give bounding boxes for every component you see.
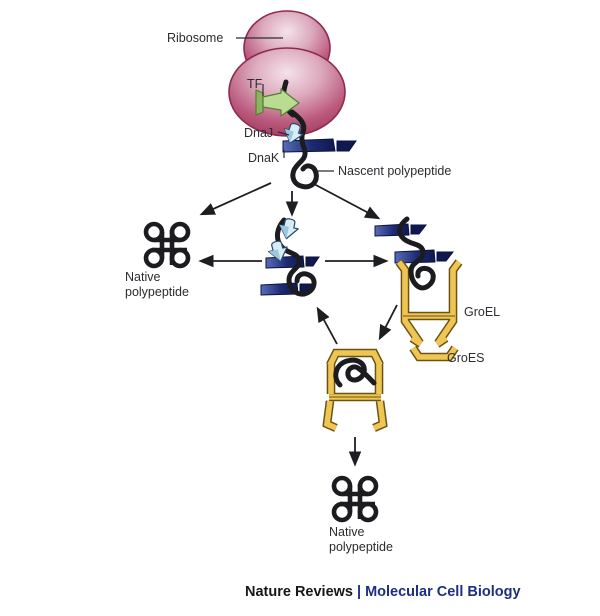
dnak-bar-center-1 (265, 255, 320, 269)
native-polypeptide-label-bottom: Native polypeptide (329, 525, 393, 554)
dnak-label: DnaK (248, 151, 280, 165)
journal-name: Nature Reviews (245, 584, 353, 600)
groel-barrel-right (395, 259, 463, 362)
native-polypeptide-knot-icon-bottom (334, 478, 376, 520)
groel-label: GroEL (464, 305, 501, 319)
arrow-nascent-to-groel-path (313, 183, 381, 220)
dnaj-label: DnaJ (244, 126, 274, 140)
ribosome-label: Ribosome (167, 31, 224, 45)
footer-separator: | (357, 584, 362, 600)
groes-cap-right (410, 346, 458, 360)
arrow-groel-to-folding (378, 304, 398, 341)
groes-cap-bottom (327, 350, 383, 367)
dnak-bar-top (282, 138, 357, 153)
ribosome-shape (228, 10, 346, 137)
groes-label: GroES (447, 351, 485, 365)
nascent-chain-hook (289, 109, 319, 190)
journal-title: Molecular Cell Biology (365, 584, 521, 600)
nascent-polypeptide-label: Nascent polypeptide (338, 164, 452, 178)
native-polypeptide-knot-icon-left (146, 224, 188, 266)
ribosome-large-subunit (228, 47, 346, 137)
unfolded-chain-right (397, 216, 436, 291)
journal-footer: Nature Reviews|Molecular Cell Biology (245, 584, 521, 600)
native-polypeptide-label-left: Native polypeptide (125, 270, 189, 299)
tf-label: TF (247, 77, 263, 91)
groel-groes-complex-bottom (322, 348, 388, 432)
folding-chain-in-groel (333, 357, 377, 388)
arrow-nascent-to-native (199, 182, 272, 216)
pointer-dnaj (277, 131, 290, 136)
arrow-folding-to-dnak (316, 306, 338, 345)
trigger-factor-icon (255, 88, 300, 117)
